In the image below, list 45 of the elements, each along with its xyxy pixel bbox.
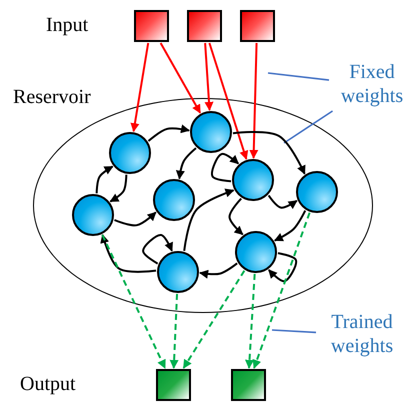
arrow [101, 234, 166, 369]
arrow [249, 42, 258, 159]
arrow [114, 212, 156, 226]
arrow [245, 274, 256, 369]
annotation-text: Fixed weights [330, 60, 414, 110]
arrow [274, 210, 306, 242]
input-box [186, 10, 222, 42]
row-label: Output [20, 373, 76, 396]
neuron-circle [232, 159, 274, 201]
neuron-circle [157, 251, 199, 293]
arrow [199, 262, 238, 279]
arrow [182, 270, 246, 369]
leader-line [284, 110, 333, 144]
output-box [156, 369, 190, 401]
neuron-circle [190, 111, 232, 153]
arrow [130, 42, 150, 132]
output-box [230, 369, 266, 401]
arrow [160, 42, 202, 114]
group-heading: Reservoir [13, 86, 91, 108]
arrow [96, 166, 114, 194]
arrow [232, 131, 306, 175]
neuron-circle [235, 231, 277, 273]
arrow [170, 294, 179, 369]
arrow [176, 147, 197, 180]
arrow [211, 153, 240, 182]
neuron-circle [153, 179, 195, 221]
annotation-text: Trained weights [317, 310, 407, 360]
arrow [100, 234, 156, 273]
arrow [142, 234, 173, 264]
arrow [228, 198, 244, 236]
arrow [183, 188, 234, 252]
leader-line [268, 72, 330, 81]
leader-line [272, 329, 316, 334]
arrow [268, 252, 298, 282]
arrow [110, 174, 128, 202]
neuron-circle [72, 194, 114, 236]
arrow [252, 212, 311, 369]
neuron-circle [296, 171, 338, 213]
arrow [204, 42, 214, 111]
arrow [208, 42, 248, 160]
input-box [134, 10, 168, 42]
neuron-circle [109, 132, 151, 174]
input-box [240, 10, 274, 42]
arrow [148, 124, 190, 142]
row-label: Input [46, 14, 88, 37]
